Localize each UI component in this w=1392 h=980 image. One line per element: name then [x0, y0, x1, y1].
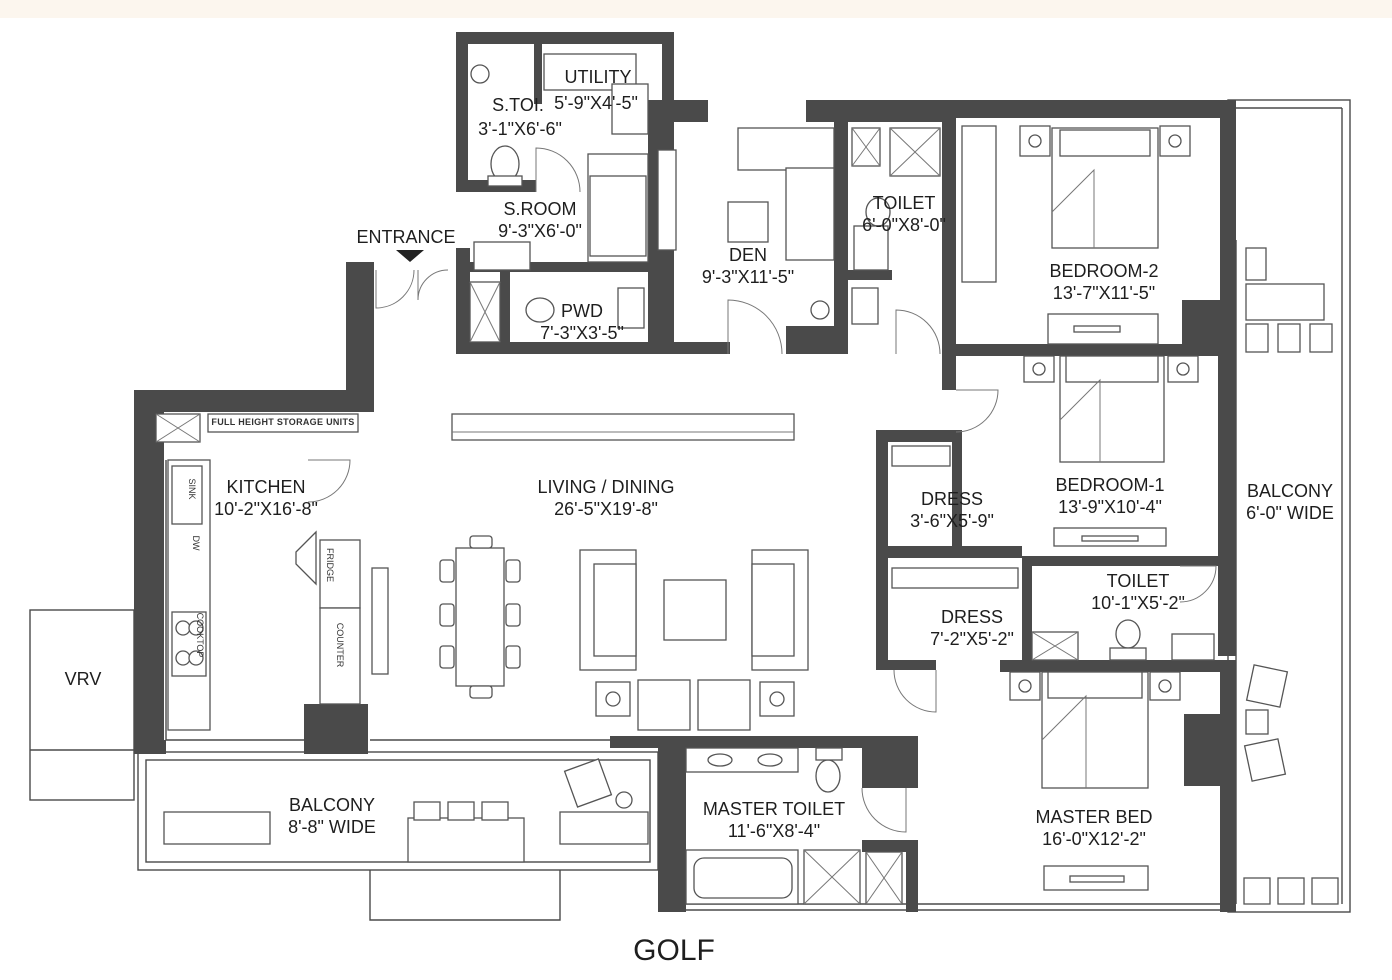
sink-label: SINK: [187, 478, 197, 500]
furniture: [155, 53, 1339, 905]
servant-toilet-size: 3'-1"X6'-6": [478, 119, 562, 139]
storage-units-label: FULL HEIGHT STORAGE UNITS: [211, 417, 355, 427]
servant-toilet-label: S.TOI.: [492, 95, 544, 115]
entrance-arrow-icon: [396, 250, 424, 262]
golf-label: GOLF: [633, 934, 715, 967]
fridge-label: FRIDGE: [325, 547, 335, 583]
entrance-label: ENTRANCE: [356, 227, 456, 247]
dw-label: DW: [191, 535, 201, 551]
counter-label: COUNTER: [335, 622, 345, 668]
utility-label: UTILITY: [564, 67, 632, 87]
utility-size: 5'-9"X4'-5": [554, 93, 638, 113]
door-swings: [307, 147, 1217, 833]
cooktop-label: COOKTOP: [195, 612, 205, 658]
vrv-label: VRV: [64, 669, 102, 689]
top-band: [0, 0, 1392, 18]
